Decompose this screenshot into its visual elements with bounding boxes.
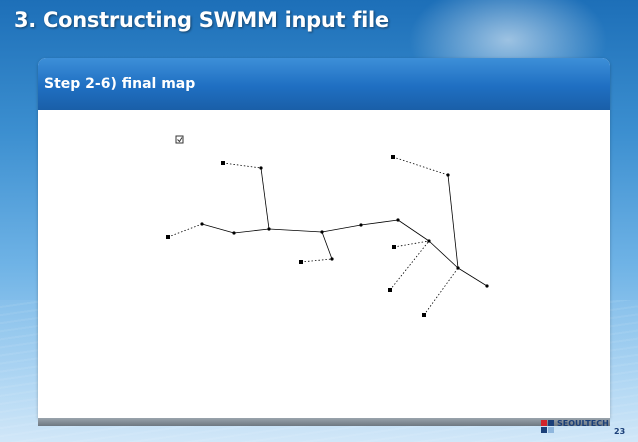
- junction-node[interactable]: [330, 257, 334, 261]
- checkbox-icon[interactable]: [175, 135, 184, 144]
- junction-node[interactable]: [396, 218, 400, 222]
- conduit[interactable]: [321, 224, 362, 233]
- conduit[interactable]: [321, 231, 333, 260]
- subcatchment-link[interactable]: [300, 258, 333, 263]
- junction-node[interactable]: [456, 266, 460, 270]
- junction-nodes: [200, 166, 489, 288]
- conduit[interactable]: [457, 267, 488, 287]
- subcatchment-marker[interactable]: [392, 245, 396, 249]
- junction-node[interactable]: [446, 173, 450, 177]
- subcatchment-link[interactable]: [393, 240, 430, 248]
- junction-node[interactable]: [200, 222, 204, 226]
- logo-text: SEOULTECH: [557, 419, 609, 428]
- conduit[interactable]: [268, 228, 323, 233]
- conduit[interactable]: [201, 223, 235, 234]
- junction-node[interactable]: [232, 231, 236, 235]
- conduits: [201, 167, 488, 287]
- conduit[interactable]: [447, 174, 459, 269]
- seoultech-logo-icon: [541, 420, 554, 433]
- subcatchment-link[interactable]: [167, 223, 203, 238]
- conduit[interactable]: [397, 219, 430, 242]
- conduit[interactable]: [428, 240, 459, 269]
- panel-header: Step 2-6) final map: [38, 58, 610, 110]
- subcatchment-markers: [166, 155, 426, 317]
- conduit[interactable]: [233, 228, 270, 234]
- junction-node[interactable]: [259, 166, 263, 170]
- footer-logo: SEOULTECH: [541, 416, 611, 438]
- bottom-strip: [38, 418, 610, 426]
- subcatchment-marker[interactable]: [299, 260, 303, 264]
- subcatchment-marker[interactable]: [391, 155, 395, 159]
- subcatchment-link[interactable]: [392, 156, 449, 176]
- conduit[interactable]: [260, 167, 270, 230]
- subcatchment-link[interactable]: [423, 267, 459, 316]
- junction-node[interactable]: [359, 223, 363, 227]
- subcatchment-marker[interactable]: [422, 313, 426, 317]
- subcatchment-links: [167, 156, 459, 316]
- subcatchment-marker[interactable]: [221, 161, 225, 165]
- subcatchment-link[interactable]: [222, 162, 262, 169]
- subcatchment-marker[interactable]: [166, 235, 170, 239]
- panel-subtitle: Step 2-6) final map: [44, 76, 196, 92]
- junction-node[interactable]: [427, 239, 431, 243]
- conduit[interactable]: [360, 219, 399, 226]
- content-panel: Step 2-6) final map: [38, 58, 610, 418]
- junction-node[interactable]: [485, 284, 489, 288]
- slide-title: 3. Constructing SWMM input file: [14, 8, 389, 32]
- map-background: [156, 122, 514, 397]
- subcatchment-marker[interactable]: [388, 288, 392, 292]
- page-number: 23: [614, 427, 626, 436]
- junction-node[interactable]: [320, 230, 324, 234]
- junction-node[interactable]: [267, 227, 271, 231]
